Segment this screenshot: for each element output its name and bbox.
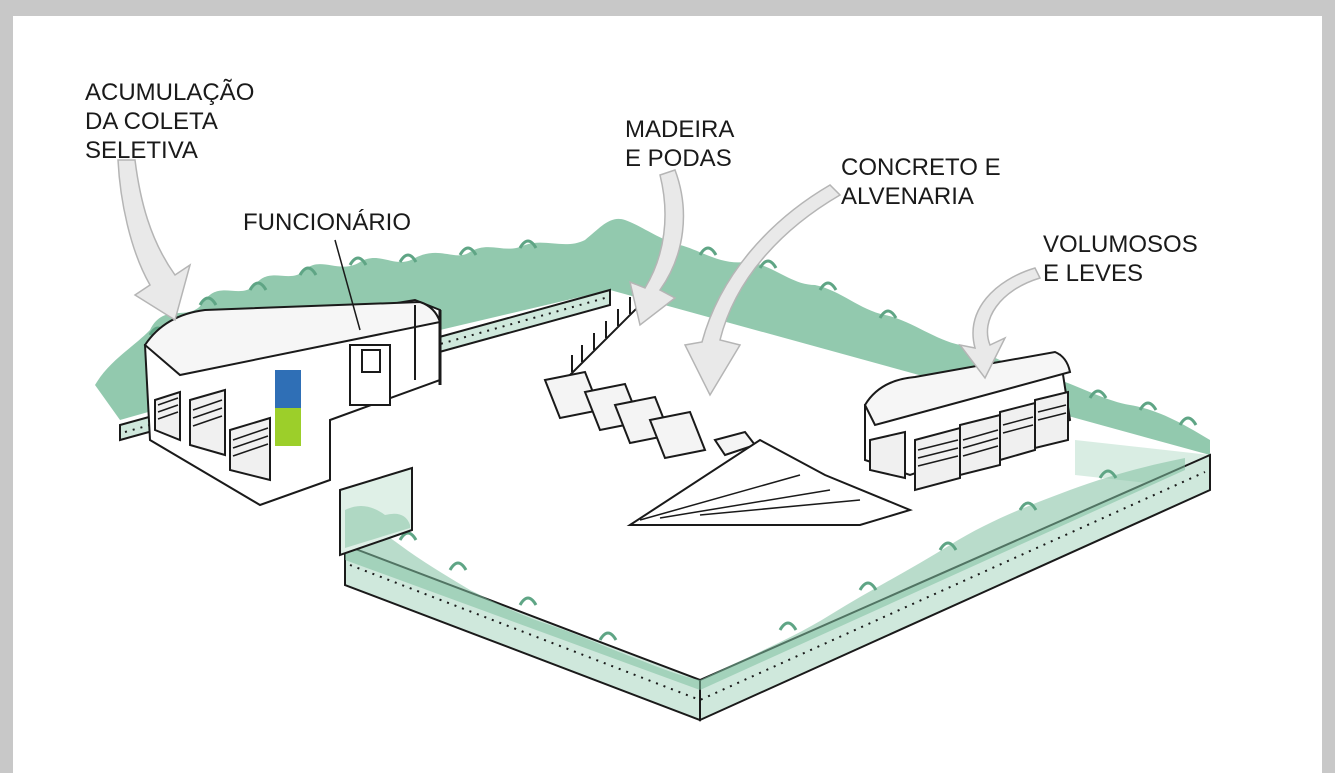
vegetation-front xyxy=(345,458,1185,690)
label-funcionario: FUNCIONÁRIO xyxy=(243,209,411,236)
label-volumosos: VOLUMOSOS E LEVES xyxy=(1043,231,1198,287)
border-right xyxy=(1322,0,1335,773)
containers xyxy=(543,370,757,460)
right-building xyxy=(863,350,1072,492)
callout-arrows xyxy=(117,159,1042,397)
front-tufts xyxy=(398,469,1118,641)
arrow-madeira xyxy=(628,169,685,327)
arrow-concreto xyxy=(683,184,842,397)
funcionario-leader xyxy=(334,239,361,331)
border-left xyxy=(0,0,13,773)
gate-green xyxy=(345,506,410,548)
label-acumulacao: ACUMULAÇÃO DA COLETA SELETIVA xyxy=(85,79,255,164)
border-top xyxy=(0,0,1335,16)
arrow-volumosos xyxy=(958,267,1042,380)
label-madeira: MADEIRA E PODAS xyxy=(625,116,735,172)
vegetation-back xyxy=(95,218,1210,455)
arrow-acumulacao xyxy=(117,159,192,322)
vegetation-tufts xyxy=(148,239,1198,426)
label-concreto: CONCRETO E ALVENARIA xyxy=(841,154,1001,210)
silo-green xyxy=(275,408,301,446)
silo-blue xyxy=(275,370,301,408)
fence-posts xyxy=(564,297,641,381)
